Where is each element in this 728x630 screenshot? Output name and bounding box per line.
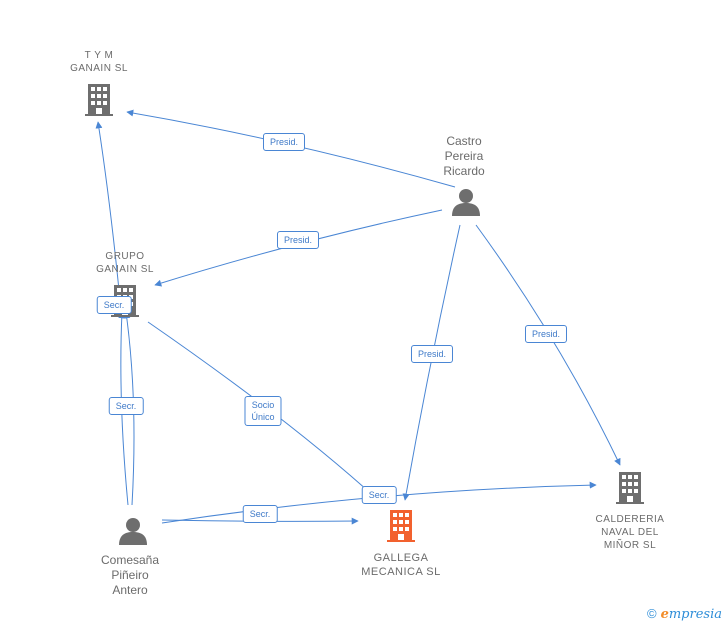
copyright-icon: © — [646, 606, 657, 621]
company-icon-caldereria[interactable] — [616, 472, 644, 504]
empresia-logo[interactable]: ©empresia — [647, 606, 722, 622]
edge-label-comesana-grupo-mid: Secr. — [108, 397, 144, 415]
edges — [95, 109, 621, 525]
brand-name: mpresia — [668, 607, 722, 622]
company-icon-tym[interactable] — [85, 84, 113, 116]
edge-label-comesana-grupo-top: Secr. — [96, 296, 132, 314]
edge-label-castro-gallega: Presid. — [410, 345, 454, 363]
edge-label-castro-tym: Presid. — [262, 133, 306, 151]
node-label-caldereria[interactable]: CALDERERIA NAVAL DEL MIÑOR SL — [595, 514, 665, 551]
node-label-comesana[interactable]: Comesaña Piñeiro Antero — [100, 553, 160, 597]
node-label-gallega[interactable]: GALLEGA MECANICA SL — [361, 552, 441, 578]
edge-label-castro-grupo: Presid. — [276, 231, 320, 249]
edge-label-comesana-caldereria: Secr. — [361, 486, 397, 504]
edge-label-comesana-gallega: Secr. — [242, 505, 278, 523]
edge-grupo-tym — [95, 121, 121, 301]
node-label-tym[interactable]: T Y M GANAIN SL — [70, 50, 128, 74]
edge-label-castro-caldereria: Presid. — [524, 325, 568, 343]
node-label-castro[interactable]: Castro Pereira Ricardo — [443, 134, 485, 178]
node-label-grupo[interactable]: GRUPO GANAIN SL — [96, 251, 154, 275]
person-icon-comesana[interactable] — [119, 518, 147, 545]
brand-initial: e — [660, 607, 669, 622]
person-icon-castro[interactable] — [452, 189, 480, 216]
edge-label-grupo-gallega: Socio Único — [244, 396, 282, 426]
company-icon-gallega[interactable] — [387, 510, 415, 542]
edge-castro-caldereria — [475, 224, 621, 466]
